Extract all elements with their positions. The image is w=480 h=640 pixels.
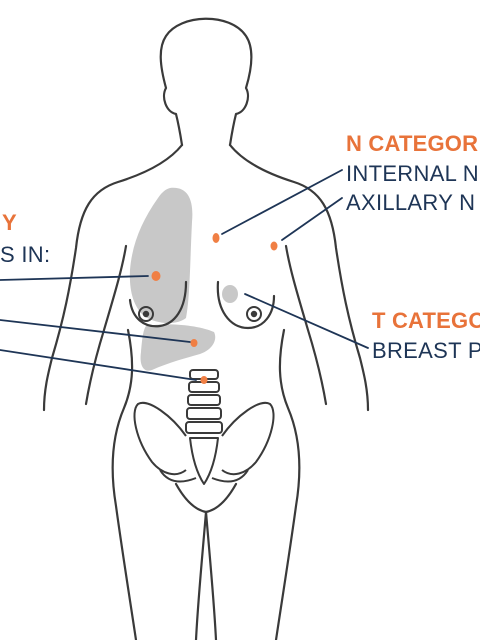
vertebra-5	[185, 421, 223, 434]
skeleton	[133, 369, 275, 485]
breast-primary-leader	[244, 293, 369, 349]
bone-metastasis-leader	[0, 349, 197, 381]
right-breast-outline	[216, 280, 276, 330]
n-category-item-internal: INTERNAL N	[346, 161, 479, 186]
n-category-item-axillary: AXILLARY N	[346, 190, 476, 215]
right-arm-inner-outline	[284, 244, 328, 406]
m-category-title: Y	[2, 210, 17, 235]
leader-lines	[0, 169, 369, 381]
right-waist-outline	[274, 328, 301, 640]
axillary-node-marker	[270, 241, 278, 251]
right-nipple-center	[250, 310, 258, 318]
pelvis-left-ilium	[133, 401, 187, 476]
left-arm-inner-outline	[84, 244, 128, 406]
internal-mammary-node-marker	[212, 233, 220, 243]
left-nipple-center	[142, 310, 150, 318]
left-waist-outline	[111, 328, 138, 640]
m-category-subtitle: S IN:	[0, 242, 51, 267]
lung-metastasis-leader	[0, 275, 149, 281]
liver-metastasis-leader	[0, 319, 191, 343]
sacrum	[189, 437, 219, 485]
vertebra-4	[186, 407, 222, 420]
markers	[151, 233, 278, 384]
n-category-title: N CATEGOR	[346, 131, 479, 156]
inner-left-leg-outline	[194, 510, 208, 640]
t-category-title: T CATEGO	[372, 308, 480, 333]
groin-outline	[174, 482, 238, 514]
body-outline	[42, 17, 370, 640]
t-category-item-breast: BREAST P	[372, 338, 480, 363]
head-and-neck-outline	[159, 17, 253, 147]
left-nipple	[138, 306, 154, 322]
vertebra-3	[187, 394, 221, 406]
lung-metastasis-marker	[151, 271, 161, 281]
inner-right-leg-outline	[204, 510, 218, 640]
pubic-arch	[159, 469, 249, 483]
nipples	[138, 306, 262, 322]
liver-metastasis-marker	[190, 339, 198, 347]
right-nipple	[246, 306, 262, 322]
left-breast-outline	[128, 280, 188, 328]
breast-tumor-shading	[222, 285, 238, 303]
right-torso-outline	[228, 143, 370, 412]
lung-shading	[129, 187, 193, 324]
liver-shading	[140, 324, 216, 371]
axillary-node-leader	[281, 197, 343, 241]
pelvis-right-ilium	[221, 401, 275, 476]
bone-metastasis-marker	[200, 376, 208, 384]
internal-node-leader	[221, 169, 343, 235]
left-torso-outline	[42, 143, 184, 412]
organ-shading	[129, 187, 238, 371]
